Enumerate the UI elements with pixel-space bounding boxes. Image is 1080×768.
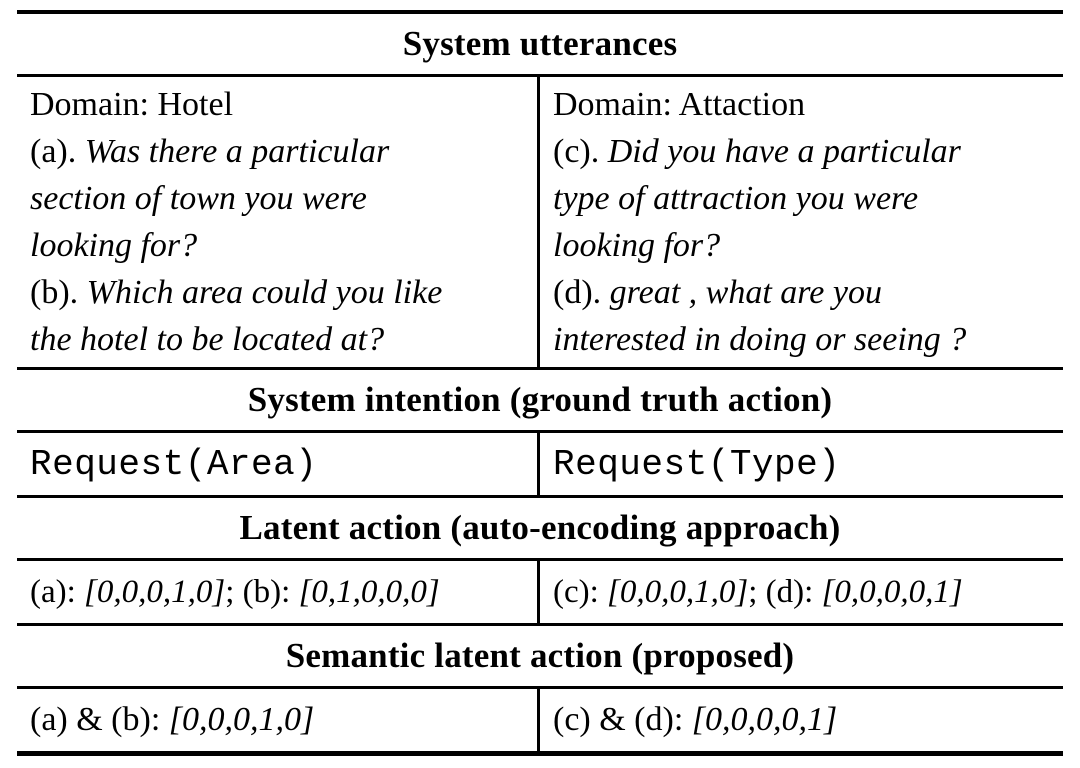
semantic-attraction-cell: (c) & (d): [0,0,0,0,1] (537, 689, 1063, 751)
utterance-d-line-2: interested in doing or seeing ? (553, 321, 967, 358)
utterances-row: Domain: Hotel (a). Was there a particula… (17, 77, 1063, 367)
latent-attraction-value: (c): [0,0,0,1,0]; (d): [0,0,0,0,1] (553, 573, 963, 610)
latent-action-row: (a): [0,0,0,1,0]; (b): [0,1,0,0,0] (c): … (17, 561, 1063, 623)
utterance-a-line-2: section of town you were (30, 180, 367, 217)
rule-below-semantic-header (17, 686, 1063, 689)
utterances-hotel-cell: Domain: Hotel (a). Was there a particula… (17, 77, 537, 367)
header-system-utterances: System utterances (402, 24, 678, 63)
paper-table: System utterances Domain: Hotel (a). Was… (17, 10, 1063, 756)
utterance-a-line-1: (a). Was there a particular (30, 133, 390, 170)
table-bottom-rule (17, 751, 1063, 756)
header-semantic-latent-action: Semantic latent action (proposed) (285, 636, 795, 675)
intention-attraction-cell: Request(Type) (537, 433, 1063, 495)
intention-row: Request(Area) Request(Type) (17, 433, 1063, 495)
utterance-c-line-3: looking for? (553, 227, 721, 264)
rule-below-utterances-header (17, 74, 1063, 77)
header-system-intention: System intention (ground truth action) (247, 380, 833, 419)
rule-below-latent-header (17, 558, 1063, 561)
semantic-hotel-cell: (a) & (b): [0,0,0,1,0] (17, 689, 537, 751)
semantic-hotel-value: (a) & (b): [0,0,0,1,0] (30, 701, 315, 738)
domain-label-attraction: Domain: Attaction (553, 86, 806, 123)
utterance-c-line-2: type of attraction you were (553, 180, 919, 217)
latent-hotel-value: (a): [0,0,0,1,0]; (b): [0,1,0,0,0] (30, 573, 440, 610)
utterance-c-line-1: (c). Did you have a particular (553, 133, 961, 170)
utterance-b-line-2: the hotel to be located at? (30, 321, 385, 358)
utterance-b-line-1: (b). Which area could you like (30, 274, 443, 311)
rule-above-semantic-header (17, 623, 1063, 626)
latent-attraction-cell: (c): [0,0,0,1,0]; (d): [0,0,0,0,1] (537, 561, 1063, 623)
utterances-attraction-cell: Domain: Attaction (c). Did you have a pa… (537, 77, 1063, 367)
rule-above-latent-header (17, 495, 1063, 498)
semantic-attraction-value: (c) & (d): [0,0,0,0,1] (553, 701, 838, 738)
utterance-a-line-3: looking for? (30, 227, 198, 264)
intention-hotel-cell: Request(Area) (17, 433, 537, 495)
header-latent-action: Latent action (auto-encoding approach) (239, 508, 841, 547)
rule-above-intention-header (17, 367, 1063, 370)
table-top-rule (17, 10, 1063, 14)
domain-label-hotel: Domain: Hotel (30, 86, 234, 123)
intention-hotel-value: Request(Area) (30, 443, 318, 485)
latent-hotel-cell: (a): [0,0,0,1,0]; (b): [0,1,0,0,0] (17, 561, 537, 623)
rule-below-intention-header (17, 430, 1063, 433)
utterance-d-line-1: (d). great , what are you (553, 274, 882, 311)
intention-attraction-value: Request(Type) (553, 443, 841, 485)
semantic-action-row: (a) & (b): [0,0,0,1,0] (c) & (d): [0,0,0… (17, 689, 1063, 751)
